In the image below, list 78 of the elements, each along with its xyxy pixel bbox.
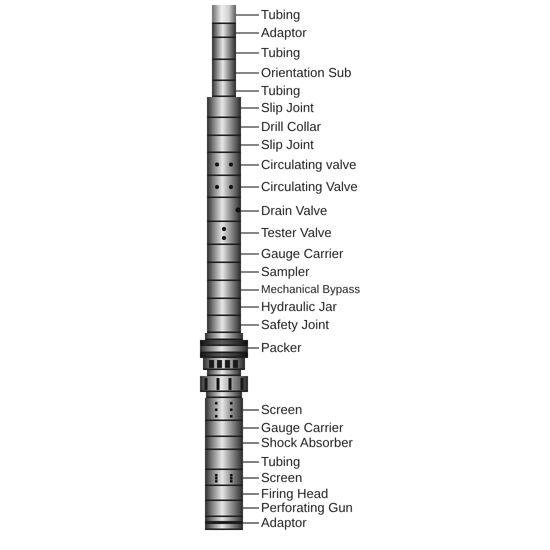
- part-label: Adaptor: [261, 26, 307, 40]
- part-label: Tester Valve: [261, 226, 332, 240]
- part-label: Mechanical Bypass: [261, 283, 360, 297]
- tool-section: [212, 81, 236, 97]
- part-label: Circulating Valve: [261, 180, 358, 194]
- leader-line: [241, 271, 259, 273]
- tool-section: [205, 437, 243, 450]
- leader-line: [236, 32, 259, 34]
- leader-line: [248, 347, 259, 349]
- leader-line: [243, 493, 259, 495]
- part-label: Tubing: [261, 8, 300, 22]
- leader-line: [241, 324, 259, 326]
- leader-line: [236, 14, 259, 16]
- part-label: Orientation Sub: [261, 66, 352, 80]
- tool-section: [205, 398, 243, 421]
- leader-line: [243, 442, 259, 444]
- leader-line: [236, 52, 259, 54]
- leader-line: [243, 507, 259, 509]
- part-label: Drain Valve: [261, 204, 328, 218]
- tool-section: [207, 176, 241, 198]
- tool-section: [205, 421, 243, 437]
- leader-line: [241, 126, 259, 128]
- leader-line: [241, 232, 259, 234]
- leader-line: [243, 427, 259, 429]
- part-label: Circulating valve: [261, 158, 356, 172]
- tool-section: [207, 118, 241, 136]
- leader-line: [243, 522, 259, 524]
- tool-section: [205, 501, 243, 517]
- leader-line: [241, 107, 259, 109]
- part-label: Safety Joint: [261, 318, 329, 332]
- part-label: Screen: [261, 403, 302, 417]
- leader-line: [243, 477, 259, 479]
- part-label: Sampler: [261, 265, 310, 279]
- tool-section: [200, 333, 248, 398]
- leader-line: [241, 253, 259, 255]
- tool-section: [207, 97, 241, 118]
- leader-line: [241, 164, 259, 166]
- tool-section: [205, 450, 243, 470]
- part-label: Drill Collar: [261, 120, 321, 134]
- part-label: Tubing: [261, 455, 300, 469]
- part-label: Shock Absorber: [261, 436, 353, 450]
- leader-line: [243, 461, 259, 463]
- part-label: Hydraulic Jar: [261, 300, 337, 314]
- leader-line: [241, 186, 259, 188]
- tool-section: [207, 281, 241, 299]
- tool-section: [205, 517, 243, 530]
- part-label: Tubing: [261, 84, 300, 98]
- tool-section: [212, 60, 236, 81]
- tool-section: [212, 5, 236, 24]
- part-label: Gauge Carrier: [261, 421, 344, 435]
- part-label: Slip Joint: [261, 138, 314, 152]
- leader-line: [236, 90, 259, 92]
- part-label: Tubing: [261, 46, 300, 60]
- tool-section: [205, 486, 243, 501]
- tool-section: [207, 263, 241, 281]
- tool-section: [212, 38, 236, 60]
- leader-line: [241, 144, 259, 146]
- tool-section: [207, 198, 241, 222]
- part-label: Firing Head: [261, 487, 328, 501]
- leader-line: [241, 306, 259, 308]
- part-label: Adaptor: [261, 516, 307, 530]
- leader-line: [243, 409, 259, 411]
- tool-section: [207, 245, 241, 263]
- part-label: Packer: [261, 341, 302, 355]
- tool-section: [212, 24, 236, 38]
- tool-section: [205, 470, 243, 486]
- leader-line: [241, 289, 259, 291]
- tool-section: [207, 222, 241, 245]
- part-label: Perforating Gun: [261, 501, 353, 515]
- part-label: Gauge Carrier: [261, 247, 344, 261]
- tool-section: [207, 299, 241, 316]
- part-label: Screen: [261, 471, 302, 485]
- tool-section: [207, 136, 241, 153]
- tool-section: [207, 153, 241, 176]
- leader-line: [236, 72, 259, 74]
- leader-line: [241, 210, 259, 212]
- tool-section: [207, 316, 241, 333]
- part-label: Slip Joint: [261, 101, 314, 115]
